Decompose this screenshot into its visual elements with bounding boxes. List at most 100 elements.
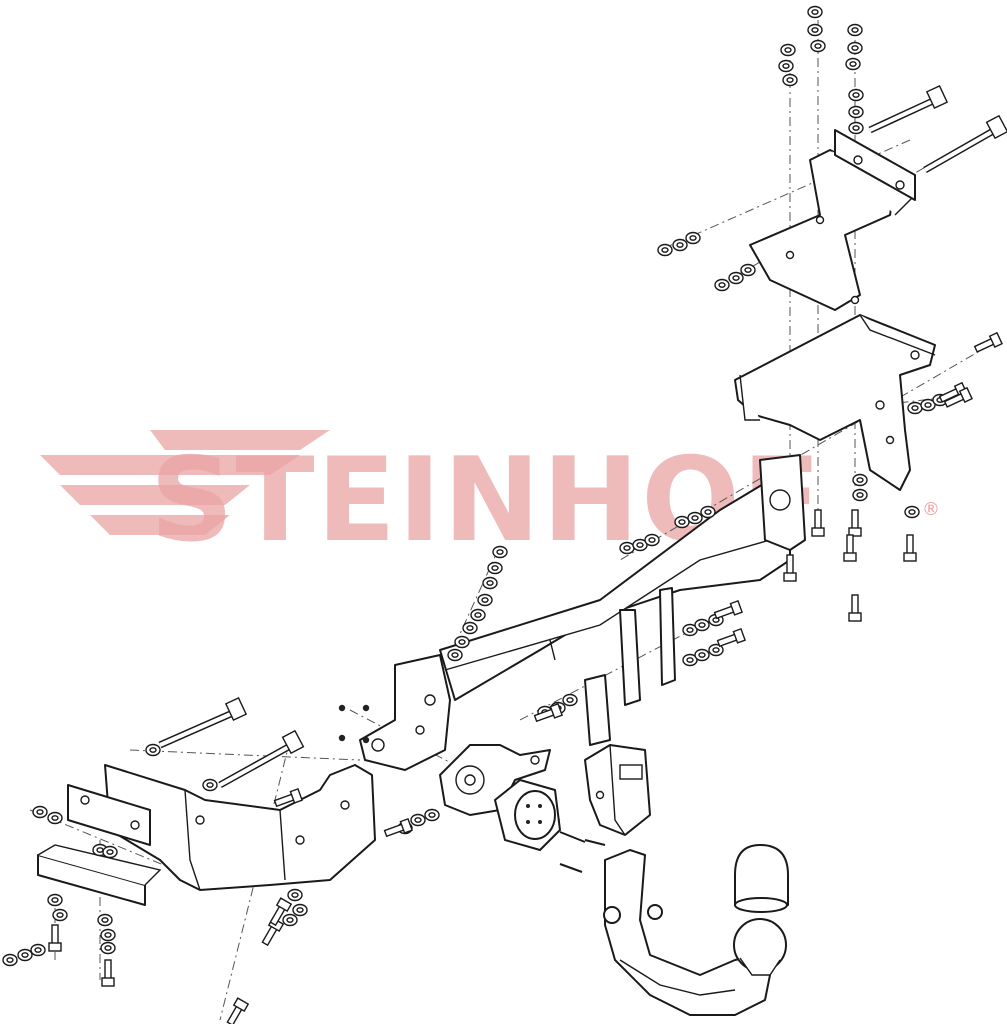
washer-hole: [732, 275, 740, 281]
steinhof-swoosh-logo: [40, 430, 330, 535]
washer-hole: [814, 43, 822, 49]
bolt: [713, 599, 743, 620]
small-nut: [362, 704, 370, 712]
bolt: [48, 924, 62, 952]
washer-hole: [496, 549, 504, 555]
washer-hole: [96, 847, 104, 853]
long-bolt-right-2: [923, 114, 1007, 174]
washer-hole: [851, 45, 859, 51]
bolt: [273, 787, 303, 808]
washer-hole: [6, 957, 14, 963]
washer-hole: [698, 622, 706, 628]
washer-hole: [104, 945, 112, 951]
bolt: [811, 509, 825, 537]
right-mounting-bracket-upper: [749, 129, 916, 311]
washer-hole: [852, 109, 860, 115]
washer-hole: [648, 537, 656, 543]
washer-hole: [718, 282, 726, 288]
small-nut: [338, 704, 346, 712]
washer-hole: [623, 545, 631, 551]
long-bolt-left-2: [218, 729, 305, 789]
bolt: [903, 534, 917, 562]
washer-hole: [636, 542, 644, 548]
washer-hole: [686, 627, 694, 633]
bolt: [783, 554, 797, 582]
bolt: [101, 959, 115, 987]
washer-hole: [691, 515, 699, 521]
washer-hole: [786, 77, 794, 83]
bolt: [533, 702, 563, 723]
washer-hole: [414, 817, 422, 823]
washer-hole: [686, 657, 694, 663]
long-bolt-left-1: [158, 696, 248, 749]
washer-hole: [104, 932, 112, 938]
washer-hole: [451, 652, 459, 658]
small-nut: [362, 736, 370, 744]
tow-ball-receiver: [584, 744, 651, 836]
washer-hole: [856, 492, 864, 498]
washer-hole: [474, 612, 482, 618]
washer-hole: [704, 509, 712, 515]
steinhof-watermark: STEINHOF ®: [40, 430, 940, 568]
bolt: [383, 817, 413, 838]
bolt: [973, 331, 1003, 353]
washer-hole: [296, 907, 304, 913]
bolt: [843, 534, 857, 562]
bolt: [943, 386, 973, 408]
registered-mark: ®: [922, 499, 940, 520]
washer-hole: [689, 235, 697, 241]
tow-ball-cover: [734, 844, 789, 913]
long-bolt-right-1: [868, 84, 949, 134]
washer-hole: [784, 47, 792, 53]
washer-hole: [678, 519, 686, 525]
washer-hole: [852, 92, 860, 98]
tow-ball: [733, 918, 787, 976]
washer-hole: [491, 565, 499, 571]
washer-hole: [911, 405, 919, 411]
bolt: [716, 627, 746, 648]
washer-hole: [782, 63, 790, 69]
washer-hole: [566, 697, 574, 703]
washer-hole: [712, 647, 720, 653]
washer-hole: [106, 849, 114, 855]
tow-ball-arm: [603, 849, 771, 1016]
nuts-and-washers: [2, 5, 948, 967]
socket-screws: [559, 831, 606, 873]
long-bolts: [158, 84, 1007, 789]
bolt: [848, 509, 862, 537]
washer-hole: [466, 625, 474, 631]
bolt: [848, 594, 862, 622]
washer-hole: [51, 815, 59, 821]
washer-hole: [856, 477, 864, 483]
bolt: [269, 897, 293, 927]
washer-hole: [661, 247, 669, 253]
washer-hole: [744, 267, 752, 273]
washer-hole: [811, 9, 819, 15]
socket-bracket: [439, 744, 551, 816]
washer-hole: [481, 597, 489, 603]
washer-hole: [428, 812, 436, 818]
washer-hole: [286, 917, 294, 923]
bolt: [226, 997, 250, 1024]
washer-hole: [149, 747, 157, 753]
washer-hole: [908, 509, 916, 515]
short-bolts: [48, 331, 1003, 1024]
washer-hole: [21, 952, 29, 958]
washer-hole: [811, 27, 819, 33]
washer-hole: [851, 27, 859, 33]
washer-hole: [676, 242, 684, 248]
washer-hole: [206, 782, 214, 788]
washer-hole: [34, 947, 42, 953]
washer-hole: [849, 61, 857, 67]
washer-hole: [924, 402, 932, 408]
small-nut: [338, 734, 346, 742]
main-cross-beam: [359, 454, 806, 771]
electric-socket: [494, 779, 561, 851]
washer-hole: [698, 652, 706, 658]
washer-hole: [51, 897, 59, 903]
washer-hole: [101, 917, 109, 923]
washer-hole: [56, 912, 64, 918]
washer-hole: [36, 809, 44, 815]
